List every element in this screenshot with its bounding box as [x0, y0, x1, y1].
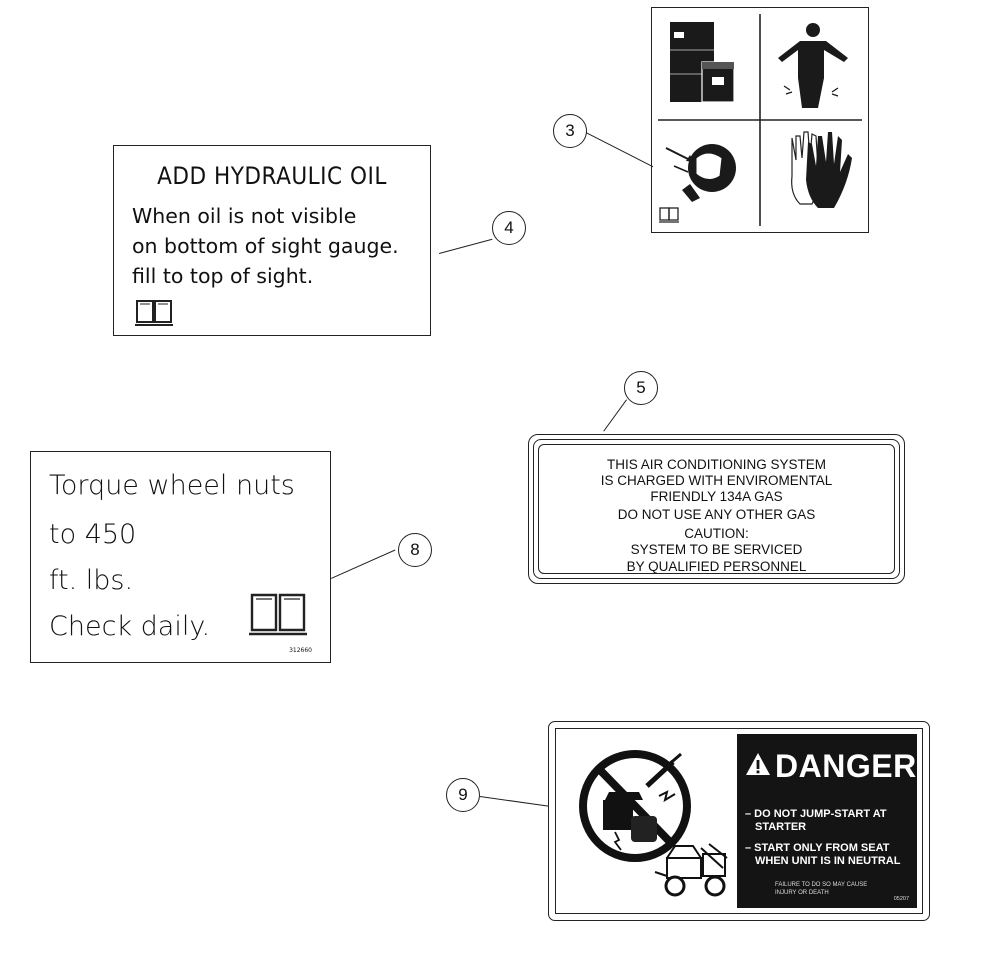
- decal-illustration: [579, 750, 728, 897]
- part-code: 05207: [893, 896, 909, 902]
- sprayer-vehicle-icon: [654, 843, 728, 897]
- danger-heading: DANGER: [775, 748, 917, 784]
- danger-text-line: WHEN UNIT IS IN NEUTRAL: [755, 855, 901, 867]
- danger-panel: DANGER – DO NOT JUMP-START AT STARTER – …: [737, 734, 917, 908]
- leader-line-5: [603, 399, 627, 432]
- callout-4: 4: [492, 211, 526, 245]
- warning-triangle-icon: [746, 753, 770, 775]
- leader-line-3: [581, 130, 654, 168]
- leader-line-4: [439, 238, 493, 254]
- decal-text-line: Check daily.: [49, 611, 211, 642]
- callout-8: 8: [398, 533, 432, 567]
- decal-text-line: ft. lbs.: [49, 565, 134, 596]
- hydraulic-oil-decal: ADD HYDRAULIC OIL When oil is not visibl…: [113, 145, 431, 336]
- callout-9: 9: [446, 778, 480, 812]
- protective-gloves-icon: [791, 131, 852, 208]
- danger-warning-text: FAILURE TO DO SO MAY CAUSE INJURY OR DEA…: [775, 882, 867, 898]
- leader-line-9: [479, 796, 550, 807]
- storage-drums-icon: [670, 22, 735, 103]
- no-jump-start-icon: [579, 750, 691, 862]
- decal-text-line: When oil is not visible: [132, 204, 357, 228]
- decal-text-line: BY QUALIFIED PERSONNEL: [626, 559, 807, 574]
- callout-5: 5: [624, 371, 658, 405]
- torque-wheel-nuts-decal: Torque wheel nuts to 450 ft. lbs. Check …: [30, 451, 331, 663]
- decal-text-line: THIS AIR CONDITIONING SYSTEM: [606, 457, 827, 472]
- decal-text-line: to 450: [49, 519, 137, 550]
- danger-text-line: STARTER: [755, 821, 807, 833]
- warning-line: INJURY OR DEATH: [775, 889, 829, 896]
- leader-line-8: [331, 549, 396, 579]
- decal-text-line: DO NOT USE ANY OTHER GAS: [617, 507, 816, 522]
- decal-text-line: Torque wheel nuts: [49, 470, 295, 501]
- part-code: 312660: [289, 647, 312, 654]
- danger-text-line: – START ONLY FROM SEAT: [745, 842, 890, 854]
- callout-3: 3: [553, 114, 587, 148]
- decal-text-line: IS CHARGED WITH ENVIROMENTAL: [600, 473, 833, 488]
- person-protective-suit-icon: [778, 23, 848, 108]
- decal-title: ADD HYDRAULIC OIL: [157, 162, 387, 190]
- warning-line: FAILURE TO DO SO MAY CAUSE: [775, 882, 868, 888]
- ppe-decal: [651, 7, 869, 233]
- decal-text-line: fill to top of sight.: [132, 264, 314, 288]
- decal-text-line: SYSTEM TO BE SERVICED: [630, 542, 803, 557]
- decal-text-line: CAUTION:: [684, 526, 749, 541]
- danger-text-line: – DO NOT JUMP-START AT: [745, 808, 887, 820]
- manual-book-icon: [249, 593, 307, 636]
- danger-jump-start-decal: DANGER – DO NOT JUMP-START AT STARTER – …: [548, 721, 930, 921]
- decal-text-line: on bottom of sight gauge.: [132, 234, 399, 258]
- decal-text-line: FRIENDLY 134A GAS: [650, 489, 783, 504]
- manual-book-icon: [659, 207, 679, 223]
- face-shield-helmet-icon: [665, 144, 736, 202]
- manual-book-icon: [135, 300, 173, 326]
- air-conditioning-decal: THIS AIR CONDITIONING SYSTEM IS CHARGED …: [528, 434, 905, 584]
